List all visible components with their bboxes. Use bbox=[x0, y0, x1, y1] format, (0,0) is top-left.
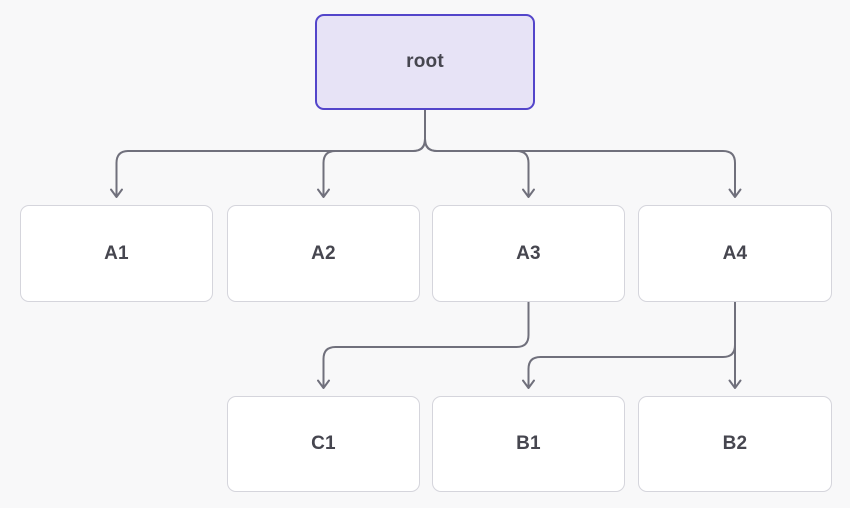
edge-root-a1 bbox=[115, 110, 426, 197]
node-label: root bbox=[406, 51, 444, 72]
arrowhead-a2 bbox=[317, 188, 330, 198]
arrowhead-b1 bbox=[522, 379, 535, 389]
edge-root-a4 bbox=[424, 110, 736, 197]
node-label: A3 bbox=[516, 242, 541, 264]
node-label: A2 bbox=[311, 242, 336, 264]
node-root[interactable]: root bbox=[315, 14, 535, 110]
node-label: A4 bbox=[722, 242, 748, 264]
edge-root-a2 bbox=[322, 110, 426, 197]
node-b1[interactable]: B1 bbox=[432, 396, 625, 492]
arrowhead-b2 bbox=[728, 379, 742, 389]
arrowhead-a4 bbox=[728, 188, 742, 198]
edge-root-a3 bbox=[424, 110, 530, 197]
node-label: B2 bbox=[722, 433, 748, 454]
node-a4[interactable]: A4 bbox=[638, 205, 832, 302]
node-label: B1 bbox=[516, 433, 541, 454]
node-a3[interactable]: A3 bbox=[432, 205, 625, 302]
node-b2[interactable]: B2 bbox=[638, 396, 832, 492]
node-label: C1 bbox=[311, 433, 336, 454]
edge-a4-b1 bbox=[527, 302, 736, 388]
node-c1[interactable]: C1 bbox=[227, 396, 420, 492]
arrowhead-c1 bbox=[317, 379, 330, 389]
arrowhead-a3 bbox=[522, 188, 535, 198]
node-label: A1 bbox=[104, 242, 129, 264]
arrowhead-a1 bbox=[110, 188, 123, 198]
node-a2[interactable]: A2 bbox=[227, 205, 420, 302]
node-a1[interactable]: A1 bbox=[20, 205, 213, 302]
edge-a3-c1 bbox=[322, 302, 530, 388]
